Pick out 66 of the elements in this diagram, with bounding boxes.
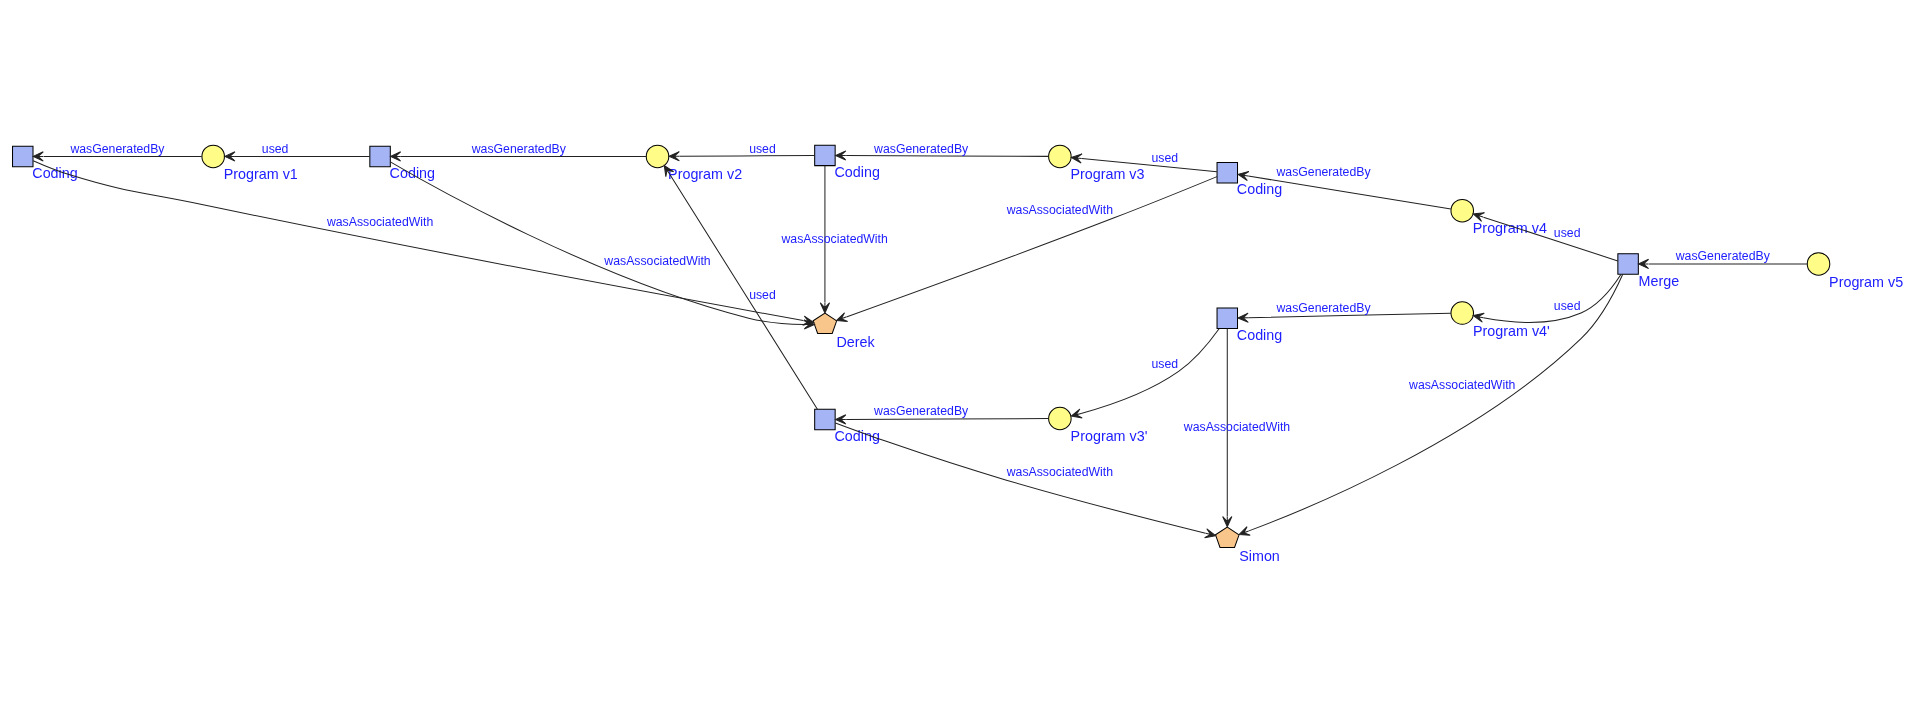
- edge-label: used: [1553, 298, 1581, 313]
- node-box: [814, 408, 836, 430]
- node-pentagon: [812, 311, 838, 334]
- edge-label: wasGeneratedBy: [70, 141, 165, 156]
- node-label: Program v2: [668, 165, 743, 182]
- node-label: Coding: [1236, 180, 1283, 197]
- node-box: [369, 145, 391, 167]
- node-box: [1216, 161, 1238, 184]
- node-circle: [1450, 300, 1474, 325]
- edge-label: wasGeneratedBy: [1276, 300, 1371, 315]
- node-label: Program v3': [1070, 427, 1148, 444]
- arrow: [1237, 170, 1452, 209]
- node-label: Merge: [1638, 272, 1680, 289]
- edge-label: used: [1553, 225, 1581, 240]
- node-circle: [645, 144, 670, 168]
- arrow: [1070, 152, 1218, 172]
- edge-label: wasGeneratedBy: [1276, 164, 1371, 179]
- node-label: Simon: [1239, 547, 1280, 564]
- node-box: [1617, 252, 1639, 275]
- arrow: [1637, 258, 1808, 269]
- arrow: [1222, 327, 1233, 527]
- edge-label: used: [261, 141, 289, 156]
- node-label: Coding: [834, 427, 880, 444]
- arrow: [1472, 211, 1619, 261]
- node-label: Program v5: [1829, 273, 1904, 290]
- node-circle: [1806, 251, 1831, 276]
- edge-label: wasGeneratedBy: [874, 403, 969, 418]
- edge-label: wasAssociatedWith: [1006, 202, 1114, 217]
- node-label: Derek: [836, 333, 875, 350]
- node-label: Program v1: [223, 165, 298, 182]
- node-circle: [201, 144, 225, 168]
- node-label: Program v4': [1472, 322, 1550, 339]
- node-circle: [1048, 144, 1072, 168]
- node-circle: [1450, 198, 1474, 222]
- edge-label: wasAssociatedWith: [326, 214, 434, 229]
- node-label: Coding: [834, 163, 880, 180]
- arrow: [835, 149, 1050, 161]
- edge-label: wasGeneratedBy: [874, 141, 969, 156]
- arrow: [1238, 273, 1624, 536]
- edge-label: wasGeneratedBy: [471, 141, 566, 156]
- node-circle: [1048, 406, 1072, 430]
- edge-label: used: [749, 141, 776, 156]
- arrow: [1237, 312, 1452, 323]
- arrow: [668, 150, 816, 161]
- arrow: [834, 422, 1217, 538]
- arrow: [835, 175, 1218, 322]
- node-label: Program v3: [1070, 165, 1145, 182]
- node-box: [1216, 306, 1238, 329]
- edge-label: wasGeneratedBy: [1675, 248, 1770, 263]
- node-box: [814, 144, 836, 166]
- edge-label: used: [1151, 356, 1179, 371]
- arrow: [1472, 273, 1622, 323]
- node-pentagon: [1214, 525, 1240, 548]
- arrow: [389, 150, 647, 161]
- node-label: Coding: [1236, 326, 1283, 343]
- arrow: [1070, 327, 1220, 418]
- arrow: [224, 150, 371, 161]
- edge-label: used: [749, 287, 776, 302]
- arrow: [835, 413, 1050, 425]
- edge-label: used: [1151, 150, 1179, 165]
- node-box: [12, 145, 34, 167]
- edge-label: wasAssociatedWith: [604, 253, 711, 268]
- edge-label: wasAssociatedWith: [1006, 464, 1114, 479]
- arrow: [819, 164, 831, 313]
- edge-label: wasAssociatedWith: [1409, 377, 1516, 392]
- arrow: [32, 150, 203, 161]
